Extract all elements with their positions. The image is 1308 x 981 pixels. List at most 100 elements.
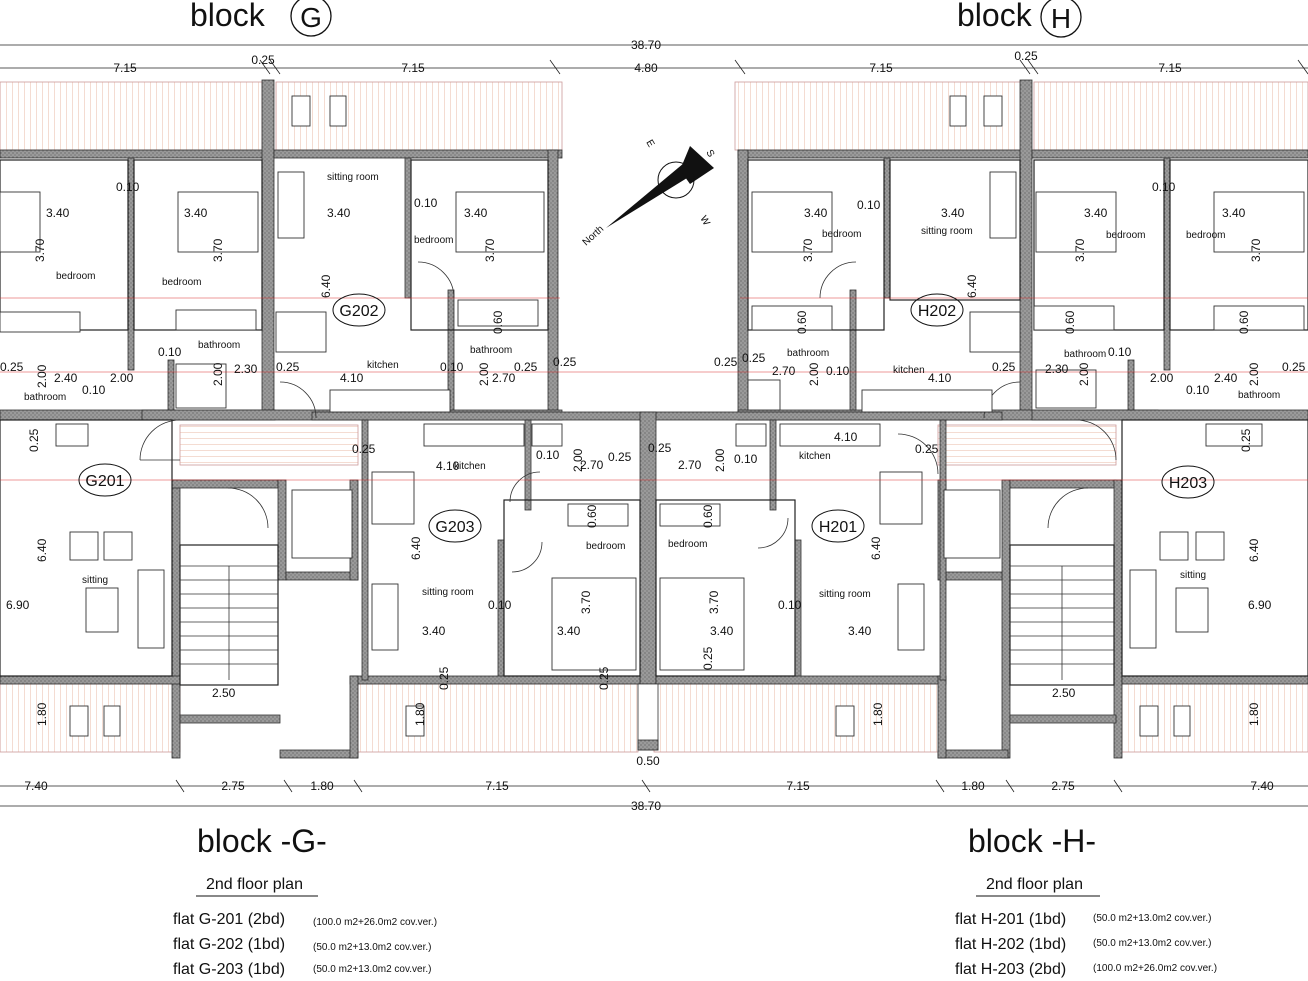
dim-025: 0.25: [608, 450, 632, 464]
dim-640: 6.40: [409, 536, 423, 560]
dim-270: 2.70: [678, 458, 702, 472]
label-bedroom: bedroom: [1106, 230, 1145, 241]
dim-025: 0.25: [915, 442, 939, 456]
flat-h203-area: (100.0 m2+26.0m2 cov.ver.): [1093, 963, 1217, 974]
dim-340: 3.40: [710, 624, 734, 638]
dim-010: 0.10: [488, 598, 512, 612]
block-g-word: block: [190, 0, 266, 33]
dim-060: 0.60: [795, 310, 809, 334]
bottom-dim-8: 7.40: [1250, 779, 1274, 793]
bottom-dim-2: 2.75: [221, 779, 245, 793]
dim-340: 3.40: [1084, 206, 1108, 220]
top-dimension-lines: [0, 44, 1308, 75]
north-arrow-icon: North E S W: [581, 138, 717, 248]
dim-250: 2.50: [1052, 686, 1076, 700]
flat-g203-name: flat G-203 (1bd): [173, 961, 285, 978]
balconies: [0, 81, 1308, 753]
top-dim-g2: 0.25: [251, 53, 275, 67]
dim-025: 0.25: [701, 646, 715, 670]
label-bedroom: bedroom: [162, 277, 201, 288]
dim-370: 3.70: [33, 238, 47, 262]
walls: [0, 79, 1308, 759]
dim-010: 0.10: [82, 383, 106, 397]
dim-410: 4.10: [928, 371, 952, 385]
label-bathroom: bathroom: [470, 345, 512, 356]
dim-200: 2.00: [1247, 362, 1261, 386]
dim-025: 0.25: [742, 351, 766, 365]
dim-370: 3.70: [483, 238, 497, 262]
dim-025: 0.25: [514, 360, 538, 374]
dim-025: 0.25: [437, 666, 451, 690]
dim-410: 4.10: [834, 430, 858, 444]
dim-690: 6.90: [1248, 598, 1272, 612]
bottom-dim-3: 1.80: [310, 779, 334, 793]
bottom-dim-7: 2.75: [1051, 779, 1075, 793]
label-bedroom: bedroom: [1186, 230, 1225, 241]
dim-060: 0.60: [1237, 310, 1251, 334]
dim-270: 2.70: [772, 364, 796, 378]
dim-230: 2.30: [1045, 362, 1069, 376]
dim-180: 1.80: [413, 702, 427, 726]
header-block-g: block G: [190, 0, 332, 37]
dim-200: 2.00: [1077, 362, 1091, 386]
dim-010: 0.10: [116, 180, 140, 194]
dim-180: 1.80: [1247, 702, 1261, 726]
bottom-dimension-lines: [0, 779, 1308, 807]
label-sitting-room: sitting room: [327, 172, 379, 183]
flat-g201-name: flat G-201 (2bd): [173, 911, 285, 928]
top-dim-h3: 7.15: [1158, 61, 1182, 75]
dim-240: 2.40: [54, 371, 78, 385]
bottom-gap-dim: 0.50: [636, 754, 660, 768]
dim-060: 0.60: [585, 504, 599, 528]
dim-250: 2.50: [212, 686, 236, 700]
dim-010: 0.10: [826, 364, 850, 378]
flat-labels: [78, 293, 1215, 543]
dim-340: 3.40: [327, 206, 351, 220]
dim-410: 4.10: [340, 371, 364, 385]
dim-230: 2.30: [234, 362, 258, 376]
dim-370: 3.70: [801, 238, 815, 262]
dim-010: 0.10: [1152, 180, 1176, 194]
dim-180: 1.80: [35, 702, 49, 726]
top-dim-h2: 0.25: [1014, 49, 1038, 63]
label-sitting-room: sitting room: [819, 589, 871, 600]
dim-010: 0.10: [1186, 383, 1210, 397]
flat-id-g202: G202: [339, 303, 378, 320]
dim-025: 0.25: [1282, 360, 1306, 374]
dim-640: 6.40: [1247, 538, 1261, 562]
dim-690: 6.90: [6, 598, 30, 612]
dim-640: 6.40: [35, 538, 49, 562]
label-kitchen: kitchen: [454, 461, 486, 472]
flat-h202-name: flat H-202 (1bd): [955, 936, 1066, 953]
footer-block-g: block -G- 2nd floor plan flat G-201 (2bd…: [173, 823, 437, 978]
bottom-total-dim: 38.70: [631, 799, 661, 813]
footer-g-subtitle: 2nd floor plan: [206, 876, 303, 893]
dim-010: 0.10: [414, 196, 438, 210]
flat-g202-name: flat G-202 (1bd): [173, 936, 285, 953]
room-labels: bedroom bedroom bedroom bedroom bedroom …: [24, 172, 1280, 600]
label-sitting: sitting: [82, 575, 108, 586]
compass-e: E: [643, 138, 656, 150]
dim-340: 3.40: [422, 624, 446, 638]
dim-340: 3.40: [464, 206, 488, 220]
label-bedroom: bedroom: [586, 541, 625, 552]
compass-w: W: [697, 214, 712, 228]
dim-340: 3.40: [557, 624, 581, 638]
label-bedroom: bedroom: [56, 271, 95, 282]
dim-640: 6.40: [965, 274, 979, 298]
dim-340: 3.40: [1222, 206, 1246, 220]
compass-s: S: [703, 148, 716, 160]
flat-g201-area: (100.0 m2+26.0m2 cov.ver.): [313, 917, 437, 928]
label-kitchen: kitchen: [367, 360, 399, 371]
flat-g203-area: (50.0 m2+13.0m2 cov.ver.): [313, 964, 431, 975]
dim-200: 2.00: [35, 364, 49, 388]
dim-025: 0.25: [352, 442, 376, 456]
dim-640: 6.40: [869, 536, 883, 560]
dim-200: 2.00: [211, 362, 225, 386]
dim-410: 4.10: [436, 459, 460, 473]
dim-010: 0.10: [536, 448, 560, 462]
dim-010: 0.10: [734, 452, 758, 466]
dim-370: 3.70: [211, 238, 225, 262]
dim-200: 2.00: [571, 448, 585, 472]
